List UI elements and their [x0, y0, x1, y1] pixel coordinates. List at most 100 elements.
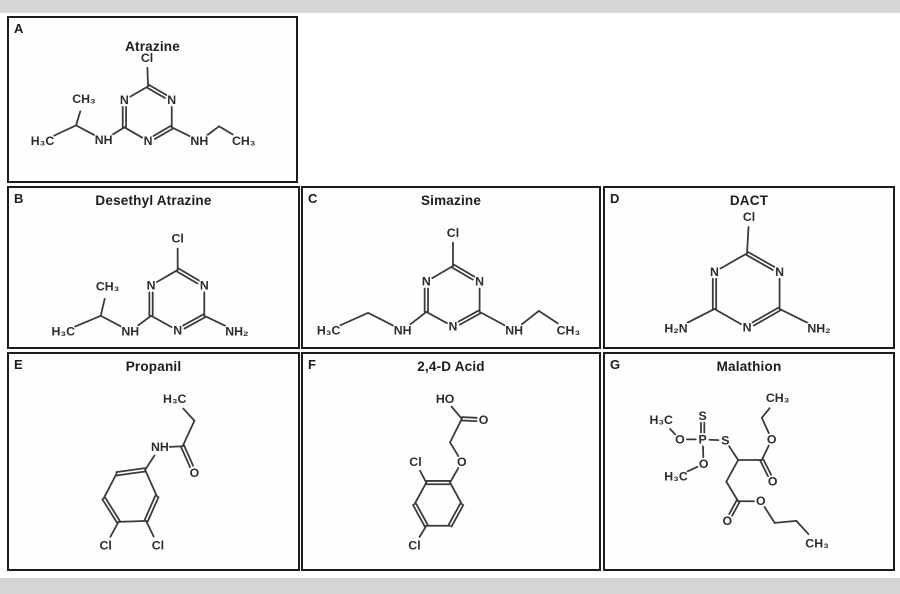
atom-label: N [422, 275, 431, 289]
bond [129, 85, 149, 98]
bond [146, 496, 160, 523]
atom-label: N [775, 265, 784, 279]
bond [144, 468, 158, 498]
bond [760, 416, 770, 435]
atom-label: NH [505, 323, 523, 337]
atom-label: N [710, 265, 719, 279]
atom-label: O [768, 475, 778, 489]
bond [75, 110, 82, 127]
bond [452, 263, 476, 278]
bond [418, 524, 428, 538]
bond [458, 312, 482, 326]
atom-label: P [699, 432, 707, 446]
bond [339, 311, 370, 327]
atom-label: N [144, 134, 153, 148]
atom-label: CH₃ [232, 134, 255, 148]
bond [773, 520, 798, 524]
bond [111, 126, 126, 136]
bond [146, 86, 166, 99]
bond [449, 467, 460, 484]
bond [762, 458, 772, 476]
bond [713, 308, 742, 325]
atom-label: S [721, 433, 729, 447]
atom-label: NH [151, 440, 169, 454]
bond [145, 520, 155, 538]
panel-letter: G [610, 357, 621, 372]
atom-label: CH₃ [72, 92, 95, 106]
bond [537, 310, 559, 325]
bond [760, 444, 770, 461]
atom-label: NH [190, 134, 208, 148]
atom-label: H₃C [317, 323, 341, 337]
bond [409, 311, 428, 326]
atom-label: N [167, 93, 176, 107]
atom-label: Cl [743, 210, 755, 224]
bond [74, 314, 102, 328]
atom-label: Cl [141, 51, 153, 65]
bond [152, 124, 172, 137]
atom-label: O [767, 432, 777, 446]
bond [752, 309, 782, 327]
atom-label: NH [95, 133, 113, 147]
atom-label: CH₃ [557, 323, 580, 337]
compound-title: 2,4-D Acid [417, 359, 485, 374]
bond [181, 419, 196, 448]
atom-label: H₃C [163, 392, 187, 406]
atom-label: Cl [152, 538, 164, 552]
bond [457, 309, 480, 323]
bond [778, 308, 809, 324]
atom-label: Cl [409, 455, 421, 469]
panel-letter: D [610, 191, 620, 206]
bond [728, 499, 738, 515]
bond [104, 496, 121, 522]
bond [461, 416, 478, 419]
atom-label: N [449, 320, 458, 334]
bond [669, 428, 677, 436]
bond [520, 310, 540, 326]
bond [725, 459, 740, 483]
atom-label: N [147, 279, 156, 293]
bond [795, 520, 810, 535]
bond [177, 267, 201, 282]
bond [751, 306, 780, 324]
atom-label: CH₃ [766, 391, 790, 405]
atom-label: O [479, 413, 489, 427]
compound-title: DACT [729, 193, 769, 208]
bond [425, 311, 448, 325]
bond [478, 311, 507, 327]
bond [449, 441, 460, 457]
atom-label: O [675, 432, 685, 446]
atom-label: NH₂ [807, 322, 830, 336]
bond [183, 316, 206, 330]
bond [686, 465, 699, 473]
atom-label: N [475, 275, 484, 289]
compound-title: Atrazine [125, 39, 180, 54]
bond [137, 314, 152, 327]
atom-label: O [699, 457, 709, 471]
atom-label: NH [121, 324, 139, 338]
atom-label: Cl [172, 232, 184, 246]
compound-title: Desethyl Atrazine [95, 193, 212, 208]
bond [146, 66, 149, 88]
atom-label: H₃C [52, 324, 76, 338]
bond [431, 265, 454, 280]
bond [180, 446, 191, 469]
bond [419, 469, 428, 484]
bond [148, 83, 168, 96]
bond [150, 314, 173, 328]
bond [728, 445, 740, 461]
atom-label: CH₃ [96, 280, 119, 294]
bond [759, 459, 769, 478]
atom-label: Cl [447, 226, 459, 240]
bond [746, 251, 776, 268]
atom-label: H₃C [649, 413, 673, 427]
bond [731, 501, 741, 517]
bond [203, 314, 227, 327]
